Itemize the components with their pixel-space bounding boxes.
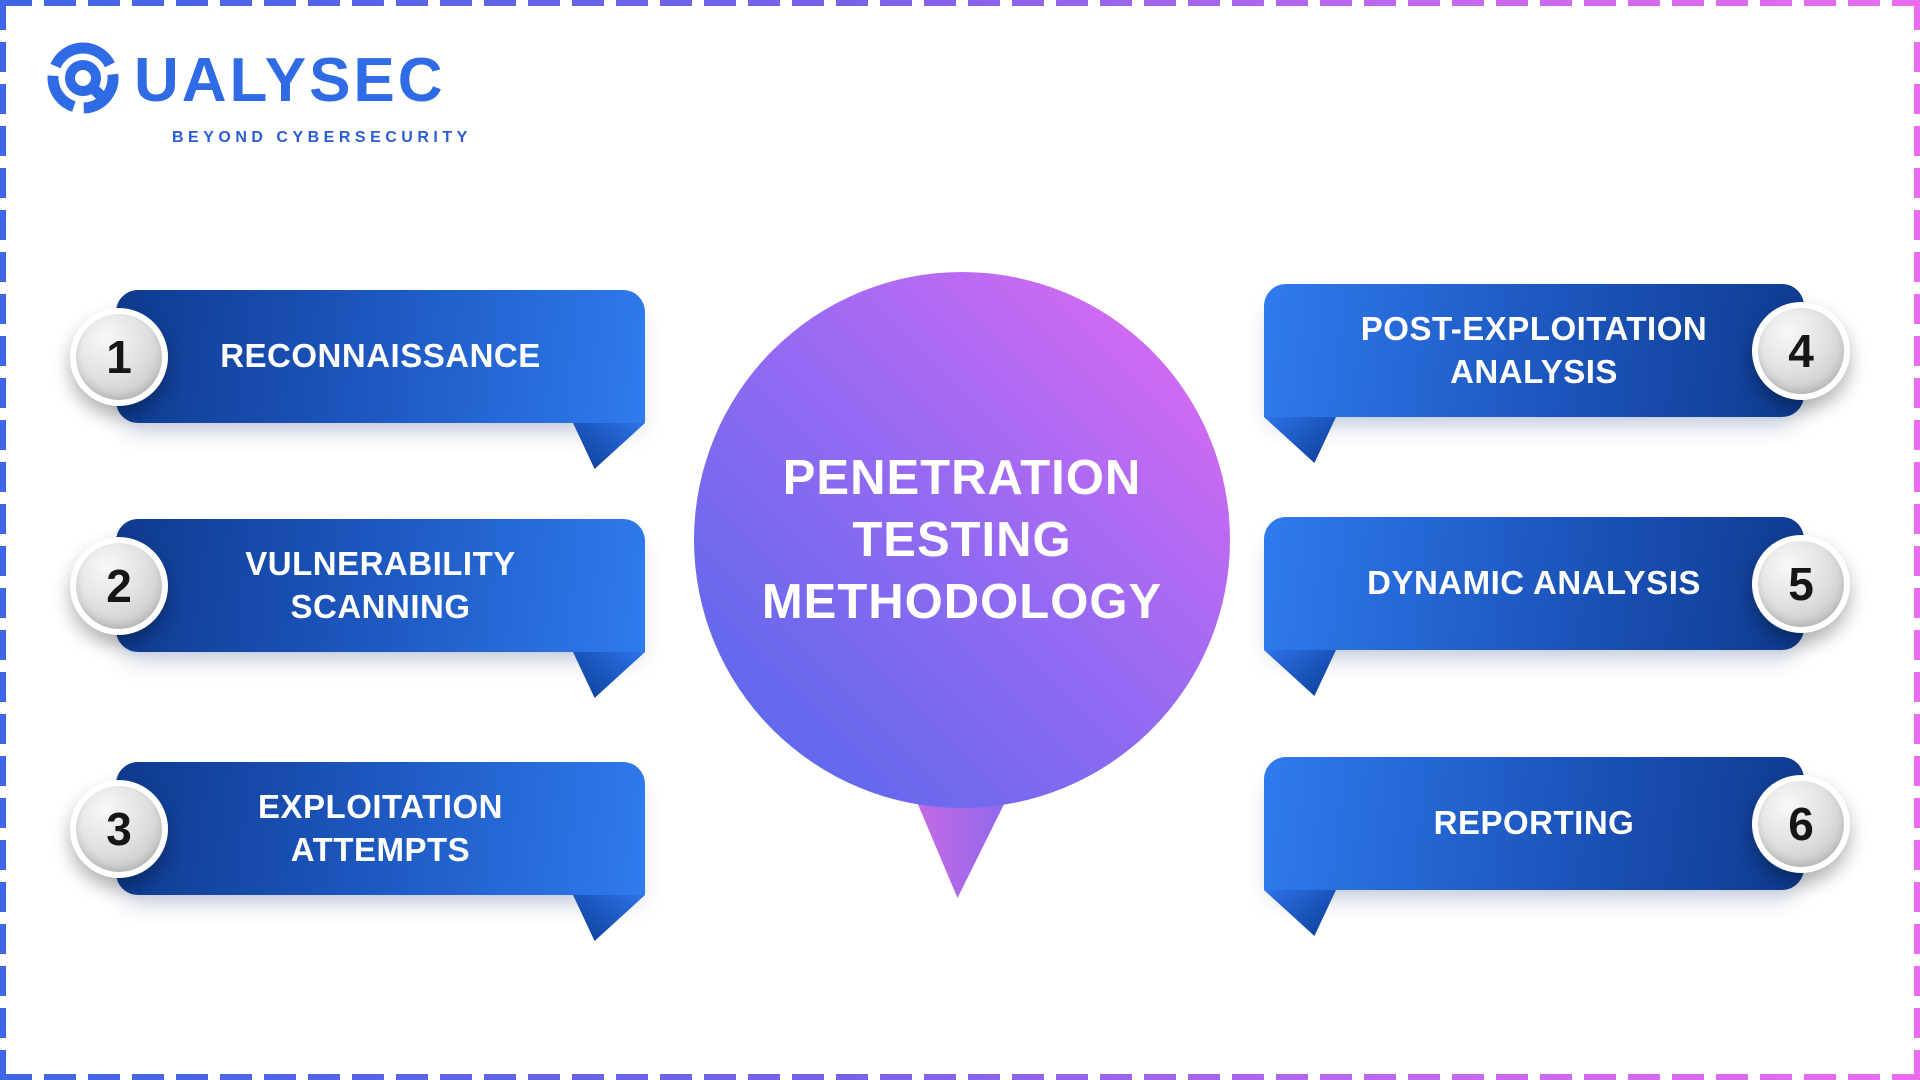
step-number-badge: 1 <box>70 307 168 406</box>
step-number: 4 <box>1788 324 1814 377</box>
step-number: 1 <box>106 330 132 383</box>
step-banner-post-exploitation-analysis: POST-EXPLOITATION ANALYSIS 4 <box>1264 284 1850 463</box>
ribbon-fold <box>573 423 645 469</box>
step-number-badge: 5 <box>1752 534 1850 633</box>
ribbon-fold <box>573 895 645 941</box>
step-number-badge: 3 <box>70 779 168 878</box>
step-label: VULNERABILITY SCANNING <box>245 544 516 625</box>
step-banner-exploitation-attempts: EXPLOITATION ATTEMPTS 3 <box>70 762 645 941</box>
step-label: POST-EXPLOITATION ANALYSIS <box>1360 309 1708 390</box>
qualysec-logo: UALYSEC BEYOND CYBERSECURITY <box>44 36 472 147</box>
step-label: REPORTING <box>1433 804 1635 842</box>
qualysec-q-logo-icon <box>44 36 124 125</box>
step-number-badge: 2 <box>70 536 168 635</box>
step-number: 6 <box>1788 797 1814 850</box>
step-number-badge: 6 <box>1752 774 1850 873</box>
step-number: 3 <box>106 802 132 855</box>
step-banner-vulnerability-scanning: VULNERABILITY SCANNING 2 <box>70 519 645 698</box>
step-number: 5 <box>1788 557 1814 610</box>
logo-wordmark: UALYSEC <box>134 45 446 115</box>
step-banner-reporting: REPORTING 6 <box>1264 757 1850 936</box>
step-banner-dynamic-analysis: DYNAMIC ANALYSIS 5 <box>1264 517 1850 696</box>
ribbon-fold <box>1264 890 1336 936</box>
logo-tagline: BEYOND CYBERSECURITY <box>172 129 472 146</box>
page-title: PENETRATION TESTING METHODOLOGY <box>761 450 1163 630</box>
step-banner-reconnaissance: RECONNAISSANCE 1 <box>70 290 645 469</box>
step-label: EXPLOITATION ATTEMPTS <box>258 787 503 868</box>
ribbon-fold <box>1264 417 1336 463</box>
frame-border-bottom <box>0 1074 1920 1080</box>
frame-border-right <box>1914 0 1920 1080</box>
step-label: DYNAMIC ANALYSIS <box>1367 564 1701 602</box>
ribbon-fold <box>573 652 645 698</box>
step-number: 2 <box>106 559 132 612</box>
frame-border-left <box>0 0 6 1080</box>
center-bubble: PENETRATION TESTING METHODOLOGY <box>694 272 1230 808</box>
step-label: RECONNAISSANCE <box>220 337 541 375</box>
step-number-badge: 4 <box>1752 301 1850 400</box>
ribbon-fold <box>1264 650 1336 696</box>
frame-border-top <box>0 0 1920 6</box>
